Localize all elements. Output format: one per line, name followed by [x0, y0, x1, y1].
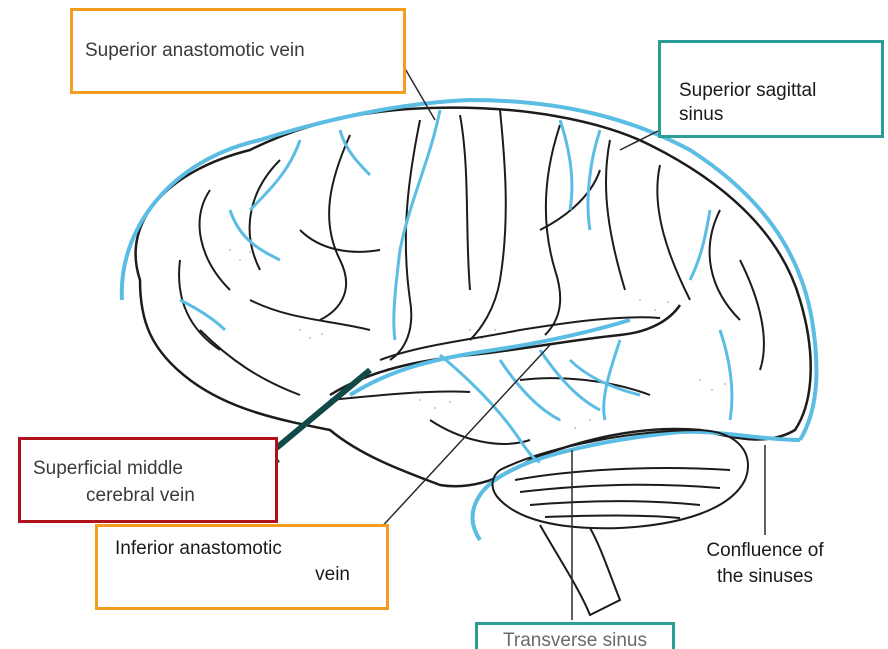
- confluence-of-sinuses-label-line2: the sinuses: [680, 566, 850, 588]
- superior-anastomotic-vein-label: Superior anastomotic vein: [85, 40, 305, 62]
- transverse-sinus-label: Transverse sinus: [478, 630, 672, 649]
- inferior-anastomotic-vein-label-line1: Inferior anastomotic: [115, 538, 282, 560]
- transverse-sinus-vessel: [473, 432, 801, 540]
- superficial-middle-cerebral-vein-label-line2: cerebral vein: [86, 485, 195, 507]
- stipple-shading: [229, 249, 726, 429]
- superficial-veins: [180, 110, 732, 420]
- cerebellum: [493, 430, 749, 528]
- superior-sagittal-sinus-label-line1: Superior sagittal: [679, 80, 816, 102]
- brainstem: [540, 525, 620, 615]
- inferior-anastomotic-vein-label-line2: vein: [230, 564, 350, 586]
- confluence-of-sinuses-label-line1: Confluence of: [680, 540, 850, 562]
- superficial-middle-cerebral-vein-label-line1: Superficial middle: [33, 458, 183, 480]
- leader-lines: [365, 60, 765, 620]
- superficial-middle-cerebral-vein-box: [18, 437, 278, 523]
- superior-sagittal-sinus-label-line2: sinus: [679, 104, 723, 126]
